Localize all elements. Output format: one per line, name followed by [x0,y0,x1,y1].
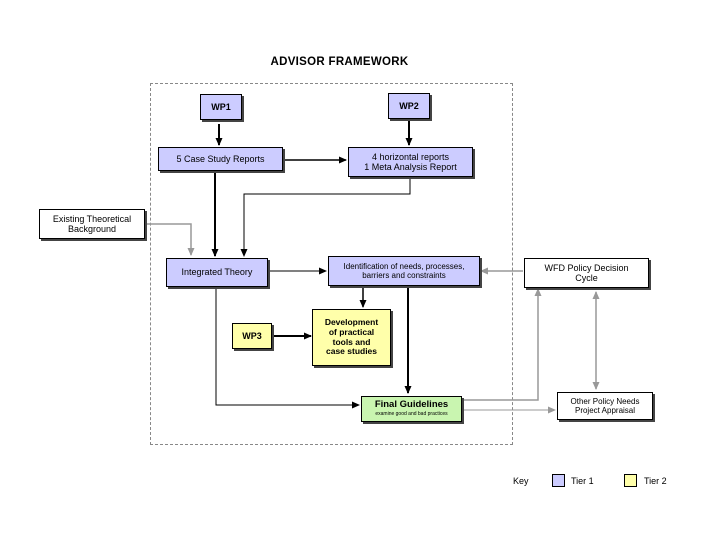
node-development-line2: of practical [328,326,375,337]
node-case-studies: 5 Case Study Reports [158,147,283,171]
legend-key-label: Key [513,476,529,486]
node-development: Development of practical tools and case … [312,309,391,366]
legend-tier1-swatch [552,474,565,487]
node-final-guidelines: Final Guidelines examine good and bad pr… [361,396,462,422]
node-wp3: WP3 [232,323,272,349]
node-existing-theory: Existing Theoretical Background [39,209,145,239]
node-wp2-label: WP2 [399,100,419,111]
integrated-to-final [215,288,360,409]
node-wp1-label: WP1 [211,101,231,112]
node-wfd-policy: WFD Policy Decision Cycle [524,258,649,288]
final-to-wfd [463,288,542,401]
node-horizontal-line1: 4 horizontal reports [371,151,450,162]
legend-tier2-label: Tier 2 [644,476,667,486]
node-identification-line1: Identification of needs, processes, [343,261,465,271]
existing-theory-to-integrated [145,223,195,256]
node-other-policy-line1: Other Policy Needs [570,396,640,406]
node-wp3-label: WP3 [242,330,262,341]
node-horizontal-line2: 1 Meta Analysis Report [364,162,457,172]
node-case-studies-label: 5 Case Study Reports [176,153,265,164]
node-development-line4: case studies [325,346,378,357]
node-other-policy-line2: Project Appraisal [574,406,636,415]
node-final-guidelines-label: Final Guidelines [374,399,449,411]
node-horizontal-reports: 4 horizontal reports 1 Meta Analysis Rep… [348,147,473,177]
node-existing-theory-line2: Background [67,224,117,234]
diagram-title: ADVISOR FRAMEWORK [270,56,409,68]
node-other-policy: Other Policy Needs Project Appraisal [557,392,653,420]
framework-boundary [150,83,513,445]
node-final-guidelines-sub: examine good and bad practices [375,411,448,418]
node-wp1: WP1 [200,94,242,120]
node-integrated-theory: Integrated Theory [166,258,268,287]
horizontal-to-integrated [240,178,411,257]
node-wfd-line1: WFD Policy Decision [544,262,629,273]
node-existing-theory-line1: Existing Theoretical [52,213,132,224]
node-development-line1: Development [324,316,379,327]
node-wp2: WP2 [388,93,430,119]
node-identification-line2: barriers and constraints [362,271,446,280]
legend-tier2-swatch [624,474,637,487]
node-integrated-theory-label: Integrated Theory [181,267,253,278]
node-identification: Identification of needs, processes, barr… [328,256,480,286]
node-wfd-line2: Cycle [575,273,598,283]
node-development-line3: tools and [332,336,371,347]
legend-tier1-label: Tier 1 [571,476,594,486]
